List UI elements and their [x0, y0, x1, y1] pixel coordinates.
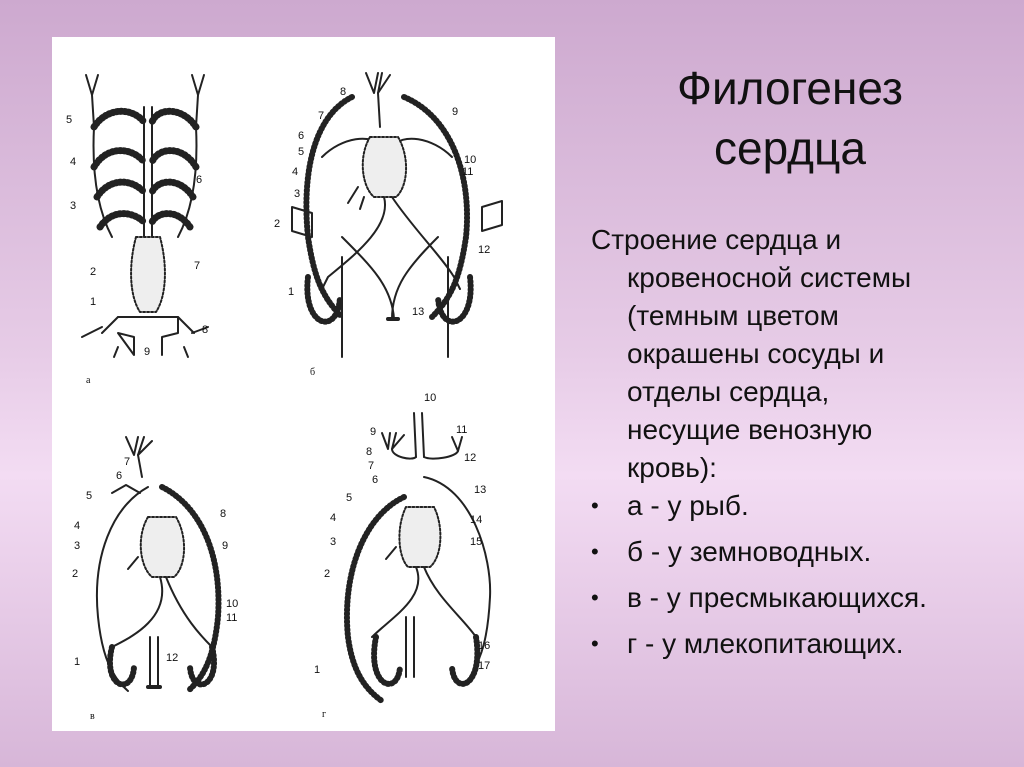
diagram-v-label: 3	[74, 540, 80, 552]
diagram-g-mammal	[344, 412, 492, 704]
diagram-v-label: 5	[86, 490, 92, 502]
diagram-v-label: 6	[116, 470, 122, 482]
diagram-v-label: 4	[74, 520, 80, 532]
diagram-panel: 5 4 3 2 1 6 7 8 9 а	[52, 37, 555, 731]
diagram-b-caption: б	[310, 367, 315, 378]
diagram-v-label: 10	[226, 598, 238, 610]
intro-text: Строение сердца и кровеносной системы (т…	[591, 221, 1011, 487]
diagram-g-label: 17	[478, 660, 490, 672]
diagram-g-label: 3	[330, 536, 336, 548]
diagram-b-label: 11	[462, 166, 473, 178]
diagram-v-label: 9	[222, 540, 228, 552]
diagram-a-label: 6	[196, 174, 202, 186]
diagram-b-label: 9	[452, 106, 458, 118]
diagram-a-fish	[81, 74, 209, 358]
diagram-b-label: 8	[340, 86, 346, 98]
diagram-v-reptile	[96, 436, 222, 694]
diagram-a-caption: а	[86, 375, 91, 386]
diagram-b-label: 3	[294, 188, 300, 200]
diagram-b-amphibian	[291, 72, 503, 358]
bullet-list: а - у рыб. б - у земноводных. в - у прес…	[591, 487, 1011, 671]
diagram-a-label: 2	[90, 266, 96, 278]
diagram-g-label: 11	[456, 424, 467, 436]
bullet-item: в - у пресмыкающихся.	[591, 579, 1011, 617]
diagram-g-label: 16	[478, 640, 490, 652]
diagram-g-label: 14	[470, 514, 482, 526]
slide-title: Филогенез сердца	[620, 58, 960, 178]
diagram-g-label: 8	[366, 446, 372, 458]
diagram-v-label: 12	[166, 652, 178, 664]
intro-line: кровеносной системы	[627, 262, 912, 293]
diagram-a-label: 4	[70, 156, 76, 168]
intro-line: отделы сердца,	[627, 376, 830, 407]
diagram-v-label: 2	[72, 568, 78, 580]
diagram-b-label: 10	[464, 154, 476, 166]
diagram-a-label: 7	[194, 260, 200, 272]
diagram-a-label: 1	[90, 296, 96, 308]
diagram-g-label: 1	[314, 664, 320, 676]
diagram-g-label: 7	[368, 460, 374, 472]
diagram-b-label: 2	[274, 218, 280, 230]
bullet-item: б - у земноводных.	[591, 533, 1011, 571]
diagram-g-label: 10	[424, 392, 436, 404]
bullet-item: а - у рыб.	[591, 487, 1011, 525]
diagram-b-label: 4	[292, 166, 298, 178]
title-line: сердца	[714, 122, 866, 174]
diagram-b-label: 5	[298, 146, 304, 158]
diagram-v-label: 11	[226, 612, 237, 624]
title-line: Филогенез	[676, 62, 904, 114]
intro-line: несущие венозную	[627, 414, 873, 445]
diagram-g-caption: г	[322, 709, 326, 720]
intro-line: окрашены сосуды и	[627, 338, 885, 369]
diagram-g-label: 6	[372, 474, 378, 486]
heart-phylogeny-figure: 5 4 3 2 1 6 7 8 9 а	[66, 72, 503, 722]
diagram-a-label: 5	[66, 114, 72, 126]
intro-line: кровь):	[627, 452, 717, 483]
diagram-v-label: 8	[220, 508, 226, 520]
diagram-g-label: 4	[330, 512, 336, 524]
diagram-b-label: 7	[318, 110, 324, 122]
diagram-a-label: 3	[70, 200, 76, 212]
diagram-g-label: 2	[324, 568, 330, 580]
diagram-v-label: 1	[74, 656, 80, 668]
diagram-v-caption: в	[90, 711, 95, 722]
intro-line: Строение сердца и	[591, 224, 842, 255]
diagram-v-label: 7	[124, 456, 130, 468]
diagram-b-label: 12	[478, 244, 490, 256]
bullet-item: г - у млекопитающих.	[591, 625, 1011, 663]
diagram-a-label: 9	[144, 346, 150, 358]
diagram-g-label: 12	[464, 452, 476, 464]
diagram-g-label: 9	[370, 426, 376, 438]
diagram-a-label: 8	[202, 324, 208, 336]
diagram-b-label: 6	[298, 130, 304, 142]
diagram-g-label: 15	[470, 536, 482, 548]
diagram-g-label: 13	[474, 484, 486, 496]
intro-line: (темным цветом	[627, 300, 839, 331]
diagram-b-label: 13	[412, 306, 424, 318]
diagram-b-label: 1	[288, 286, 294, 298]
diagram-g-label: 5	[346, 492, 352, 504]
